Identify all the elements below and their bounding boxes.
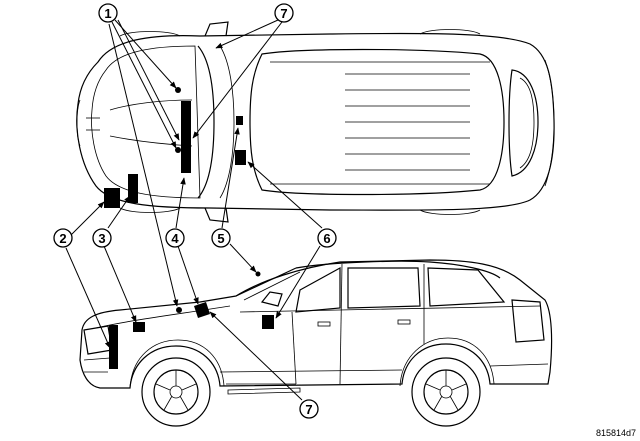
callout-4-label: 4 — [171, 231, 179, 246]
vehicle-side-view — [79, 259, 553, 427]
front-component-top-right — [128, 174, 138, 203]
callout-1: 1 — [98, 3, 118, 23]
callout-6: 6 — [317, 228, 337, 248]
callout-4: 4 — [165, 228, 185, 248]
callout-7-bottom-label: 7 — [305, 402, 312, 417]
callout-5: 5 — [211, 228, 231, 248]
callout-2-label: 2 — [59, 231, 66, 246]
leader-lines — [65, 19, 323, 401]
callout-7-bottom: 7 — [299, 399, 319, 419]
callout-3: 3 — [92, 228, 112, 248]
callout-1-label: 1 — [104, 6, 111, 21]
callout-2: 2 — [53, 228, 73, 248]
front-component-side-right — [133, 322, 145, 332]
sensor-dot-top-lower — [175, 147, 181, 153]
side-component-top — [235, 150, 246, 165]
callout-6-label: 6 — [323, 231, 330, 246]
side-component-side — [262, 315, 274, 329]
windshield-module-top — [181, 101, 191, 173]
callout-3-label: 3 — [98, 231, 105, 246]
small-component-top — [236, 116, 243, 125]
sensor-dot-side — [176, 307, 182, 313]
vehicle-top-view — [76, 21, 555, 223]
callout-7-top-label: 7 — [280, 6, 287, 21]
callout-5-label: 5 — [217, 231, 224, 246]
sensor-dot-top-upper — [175, 87, 181, 93]
front-component-side-left — [109, 325, 118, 369]
sensor-dot-side-cowl — [255, 271, 261, 277]
front-component-top-left — [104, 188, 120, 208]
figure-id: 815814d7 — [596, 428, 636, 438]
callout-7-top: 7 — [274, 3, 294, 23]
windshield-module-side — [194, 302, 210, 318]
